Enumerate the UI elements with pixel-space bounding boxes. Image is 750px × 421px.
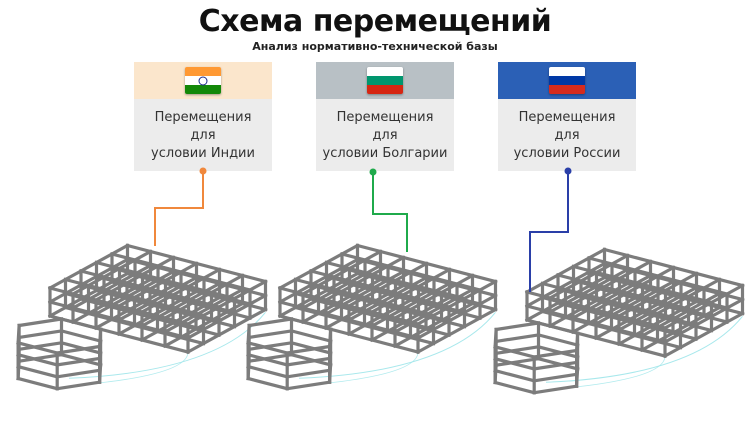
- building-frame-model: [493, 247, 745, 395]
- bulgaria-flag-icon: [367, 67, 403, 94]
- card-flag-band: [316, 62, 454, 99]
- india-flag-icon: [185, 67, 221, 94]
- connector-dot: [369, 168, 377, 176]
- connector-line: [372, 172, 408, 252]
- building-frame-model: [246, 243, 498, 391]
- connector-dot: [199, 167, 207, 175]
- building-frame-model: [16, 243, 268, 391]
- connector-line: [529, 171, 569, 292]
- page-subtitle: Анализ нормативно-технической базы: [252, 40, 498, 53]
- russia-flag-icon: [549, 67, 585, 94]
- connector-line: [154, 171, 204, 246]
- page-title: Схема перемещений: [198, 4, 552, 39]
- card-flag-band: [134, 62, 272, 99]
- card-flag-band: [498, 62, 636, 99]
- connector-dot: [564, 167, 572, 175]
